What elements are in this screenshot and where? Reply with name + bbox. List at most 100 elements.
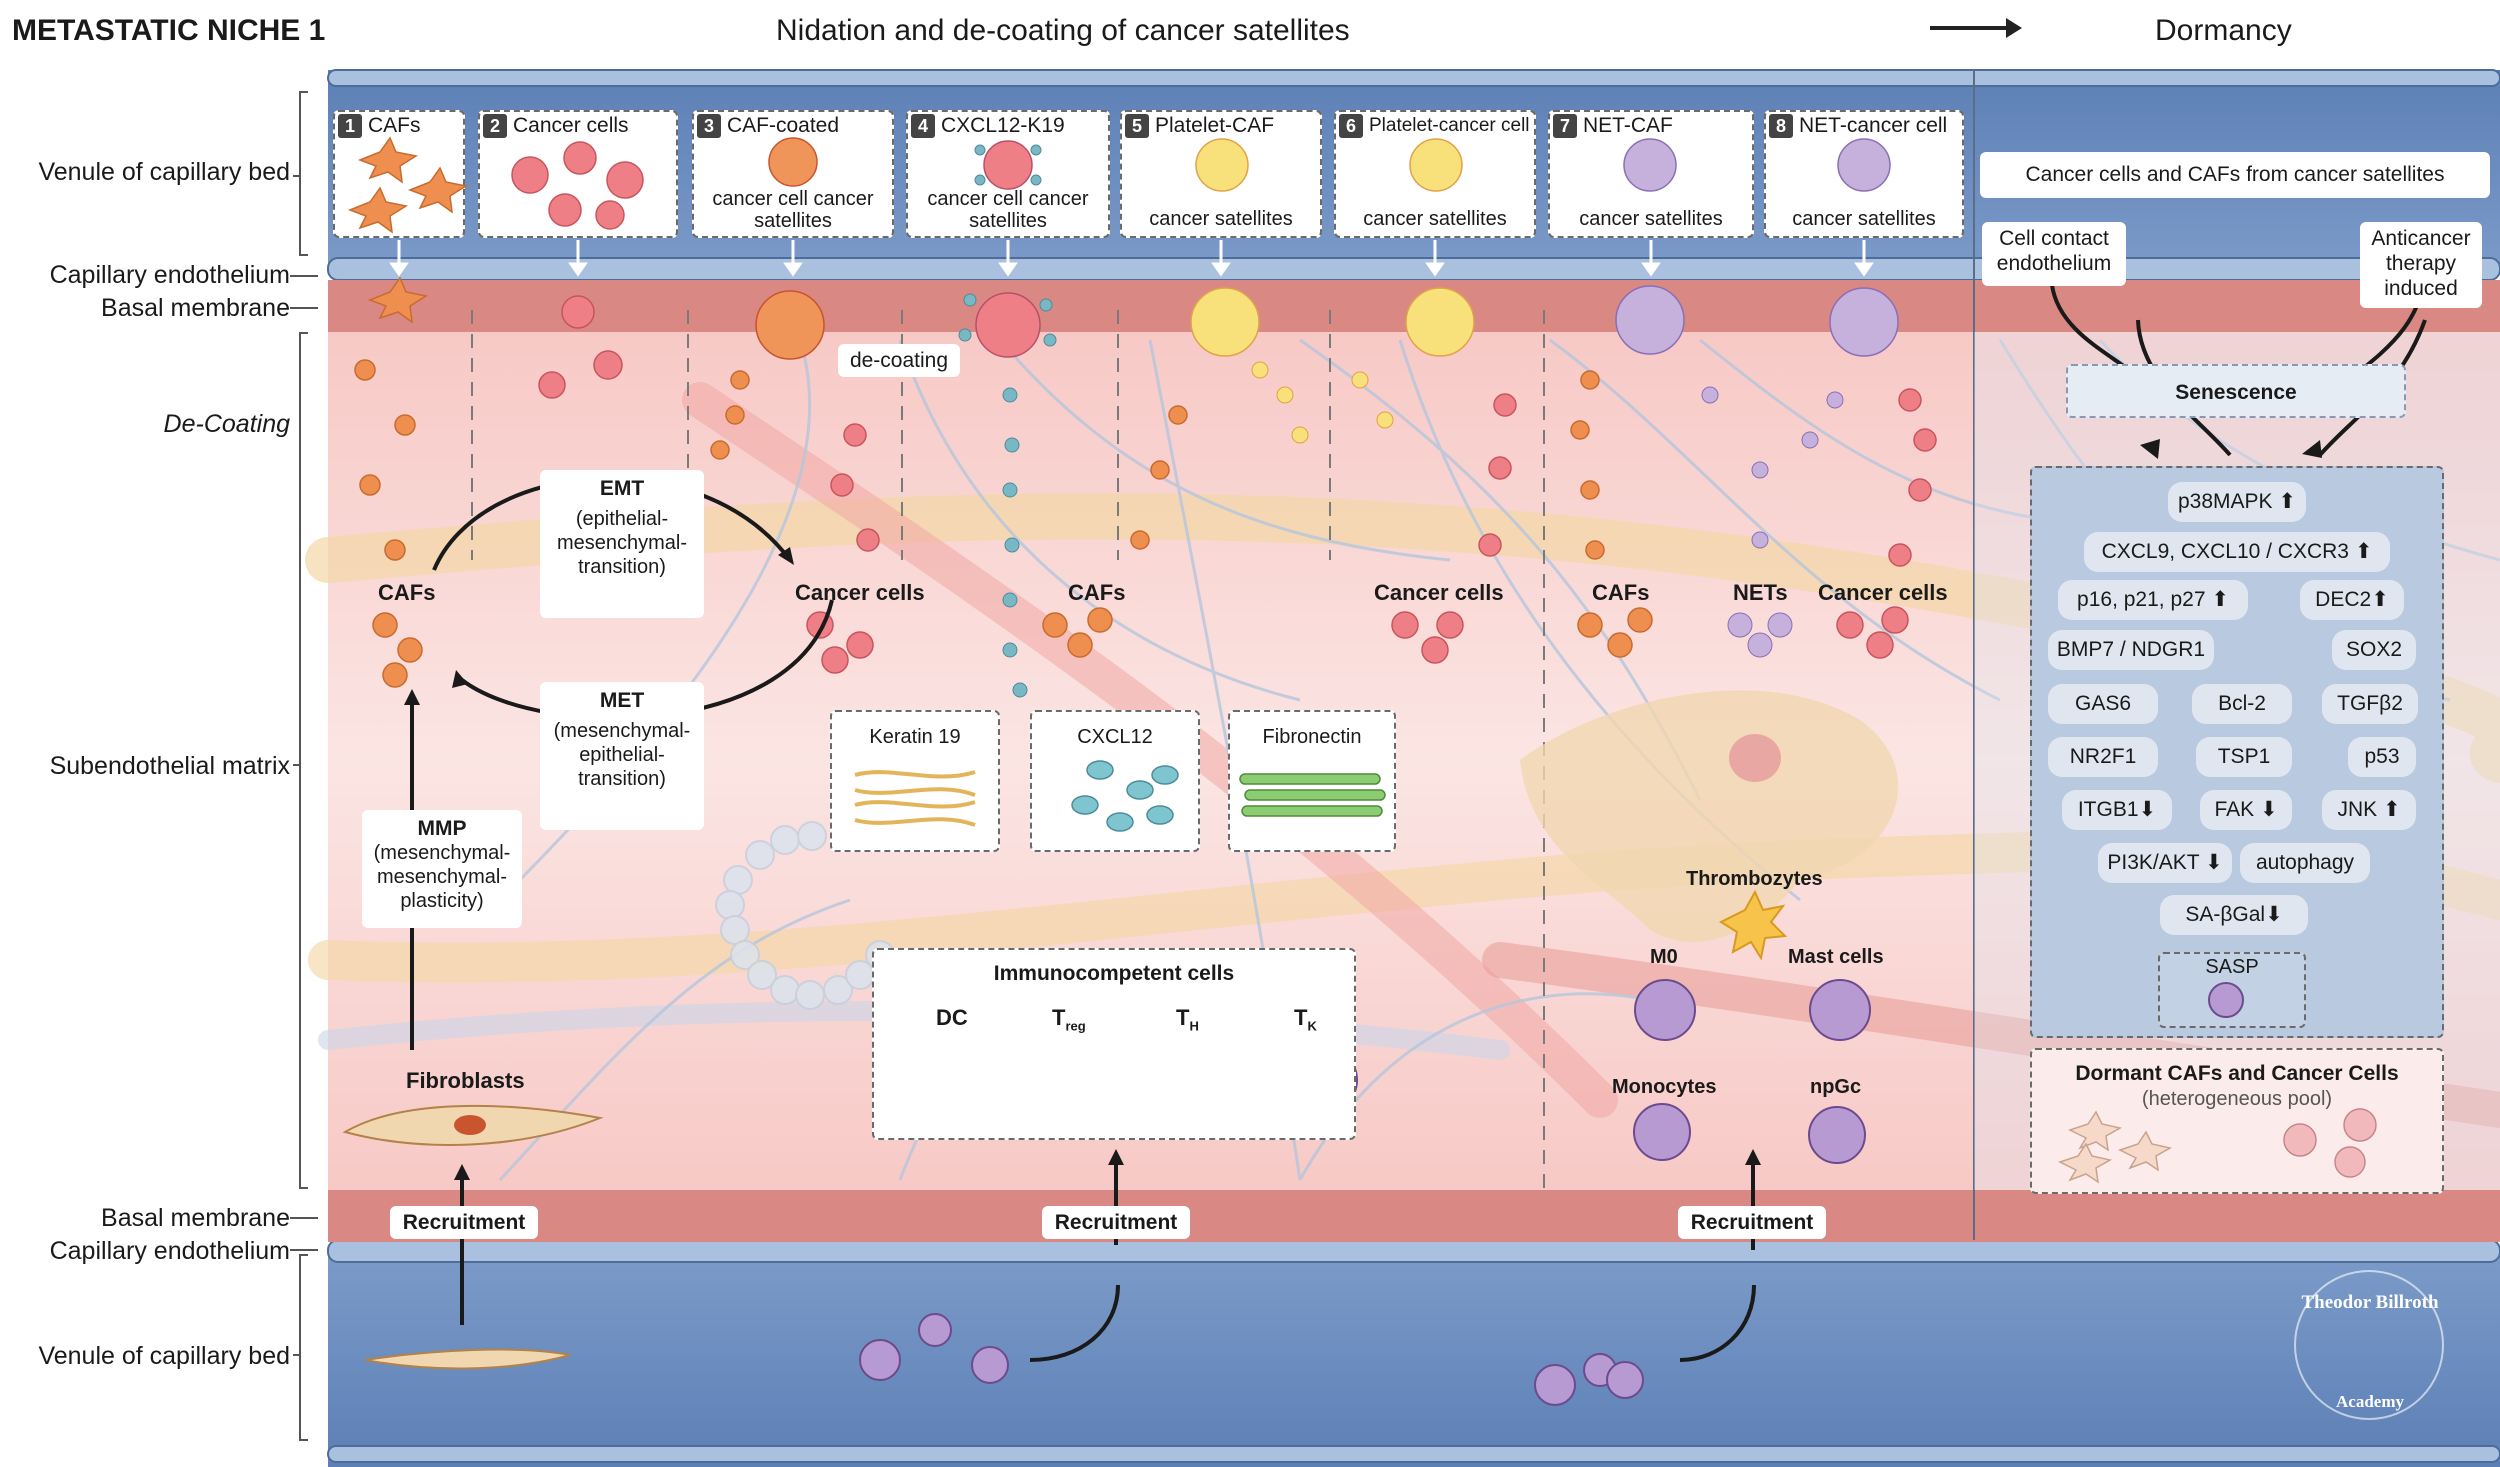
cafs-mid-label: CAFs (1068, 580, 1126, 605)
side-label-basal-bottom: Basal membrane (101, 1204, 290, 1232)
cafs-net-label: CAFs (1592, 580, 1650, 605)
marker-sox2: SOX2 (2332, 630, 2416, 670)
marker-nr2f1: NR2F1 (2048, 737, 2158, 777)
arrow-right-icon (1930, 26, 2010, 30)
satellite-sub-7: cancer satellites (1579, 208, 1723, 230)
cancer-cells-left-label: Cancer cells (795, 580, 925, 605)
logo-top-text: Theodor Billroth (2301, 1292, 2439, 1313)
monocytes-label: Monocytes (1612, 1076, 1717, 1098)
marker-p38mapk: p38MAPK ⬆ (2168, 482, 2306, 522)
satellite-label-1: CAFs (368, 114, 421, 137)
met-subtitle: (mesenchymal-epithelial-transition) (553, 720, 691, 791)
tk-label: TK (1294, 1005, 1317, 1033)
mmp-subtitle: (mesenchymal-mesenchymal-plasticity) (373, 842, 511, 913)
dormant-subtitle: (heterogeneous pool) (2141, 1088, 2333, 1110)
keratin-box (830, 710, 1000, 852)
academy-logo (2294, 1270, 2444, 1420)
satellite-title-8: 8 NET-cancer cell (1769, 114, 1948, 139)
satellite-title-5: 5 Platelet-CAF (1125, 114, 1275, 139)
fibronectin-label: Fibronectin (1262, 726, 1362, 748)
page-title: METASTATIC NICHE 1 (12, 14, 326, 47)
satellite-label-4: CXCL12-K19 (941, 114, 1065, 137)
th-letter: T (1176, 1005, 1190, 1030)
satellite-sub-8: cancer satellites (1792, 208, 1936, 230)
anticancer-box: Anticancer therapy induced (2360, 222, 2482, 308)
emt-box: EMT (epithelial-mesenchymal-transition) (540, 470, 704, 618)
side-label-matrix: Subendothelial matrix (49, 752, 290, 780)
marker-jnk: JNK ⬆ (2322, 790, 2416, 830)
npgc-label: npGc (1810, 1076, 1862, 1098)
marker-p53: p53 (2348, 737, 2416, 777)
marker-pi3k: PI3K/AKT ⬇ (2098, 843, 2232, 883)
marker-p16: p16, p21, p27 ⬆ (2058, 580, 2248, 620)
marker-fak: FAK ⬇ (2200, 790, 2292, 830)
cafs-left-label: CAFs (378, 580, 436, 605)
sasp-label: SASP (2205, 956, 2259, 978)
satellite-number-2: 2 (483, 114, 507, 139)
marker-dec2: DEC2⬆ (2300, 580, 2404, 620)
satellite-label-3: CAF-coated (727, 114, 840, 137)
cell-contact-box: Cell contact endothelium (1982, 222, 2126, 286)
mmp-box: MMP (mesenchymal-mesenchymal-plasticity) (362, 810, 522, 928)
marker-tsp1: TSP1 (2196, 737, 2292, 777)
satellite-label-2: Cancer cells (513, 114, 629, 137)
senescence-pill: Senescence (2066, 364, 2406, 418)
center-heading: Nidation and de-coating of cancer satell… (776, 14, 1350, 47)
thrombozytes-label: Thrombozytes (1686, 868, 1823, 890)
treg-letter: T (1052, 1005, 1066, 1030)
recruitment-label-right: Recruitment (1678, 1206, 1826, 1240)
side-label-venule-bottom: Venule of capillary bed (38, 1342, 290, 1370)
nets-label: NETs (1733, 580, 1788, 605)
satellite-sub-5: cancer satellites (1149, 208, 1293, 230)
fibroblasts-label: Fibroblasts (406, 1068, 525, 1093)
satellite-label-7: NET-CAF (1583, 114, 1673, 137)
recruitment-label-mid: Recruitment (1042, 1206, 1190, 1240)
satellite-number-7: 7 (1553, 114, 1577, 139)
satellite-number-4: 4 (911, 114, 935, 139)
satellite-sub-4: cancer cell cancer satellites (927, 188, 1089, 232)
marker-gas6: GAS6 (2048, 684, 2158, 724)
marker-cxcl: CXCL9, CXCL10 / CXCR3 ⬆ (2084, 532, 2390, 572)
side-label-decoating: De-Coating (163, 410, 290, 438)
tk-letter: T (1294, 1005, 1308, 1030)
satellite-box-3 (692, 110, 894, 238)
th-label: TH (1176, 1005, 1199, 1033)
satellite-label-8: NET-cancer cell (1799, 114, 1948, 137)
satellite-title-2: 2 Cancer cells (483, 114, 629, 139)
dormant-title: Dormant CAFs and Cancer Cells (2075, 1062, 2399, 1085)
satellite-number-5: 5 (1125, 114, 1149, 139)
mmp-title: MMP (417, 817, 467, 840)
th-subscript: H (1189, 1018, 1199, 1034)
satellite-title-4: 4 CXCL12-K19 (911, 114, 1065, 139)
immuno-title: Immunocompetent cells (993, 962, 1235, 985)
satellite-sub-6: cancer satellites (1363, 208, 1507, 230)
marker-autophagy: autophagy (2240, 843, 2370, 883)
satellite-title-7: 7 NET-CAF (1553, 114, 1673, 139)
mast-cells-label: Mast cells (1788, 946, 1884, 968)
side-label-endothelium-top: Capillary endothelium (49, 261, 290, 289)
treg-label: Treg (1052, 1005, 1086, 1033)
cxcl12-label: CXCL12 (1077, 726, 1153, 748)
emt-subtitle: (epithelial-mesenchymal-transition) (556, 508, 688, 579)
cancer-cells-net-label: Cancer cells (1818, 580, 1948, 605)
dc-label: DC (936, 1005, 968, 1030)
met-title: MET (599, 689, 645, 712)
emt-title: EMT (599, 477, 645, 500)
dormancy-heading: Dormancy (2155, 14, 2292, 47)
marker-tgfb2: TGFβ2 (2322, 684, 2418, 724)
satellite-label-5: Platelet-CAF (1155, 114, 1275, 137)
marker-sabgal: SA-βGal⬇ (2160, 895, 2308, 935)
arrow-right-head-icon (2006, 18, 2022, 38)
satellite-number-8: 8 (1769, 114, 1793, 139)
sasp-cell-icon (2208, 982, 2244, 1018)
decoating-label: de-coating (838, 344, 960, 378)
m0-label: M0 (1650, 946, 1678, 968)
met-box: MET (mesenchymal-epithelial-transition) (540, 682, 704, 830)
marker-bcl2: Bcl-2 (2192, 684, 2292, 724)
satellite-number-3: 3 (697, 114, 721, 139)
satellite-number-6: 6 (1339, 114, 1363, 138)
tk-subscript: K (1307, 1018, 1317, 1034)
immuno-box (872, 948, 1356, 1140)
